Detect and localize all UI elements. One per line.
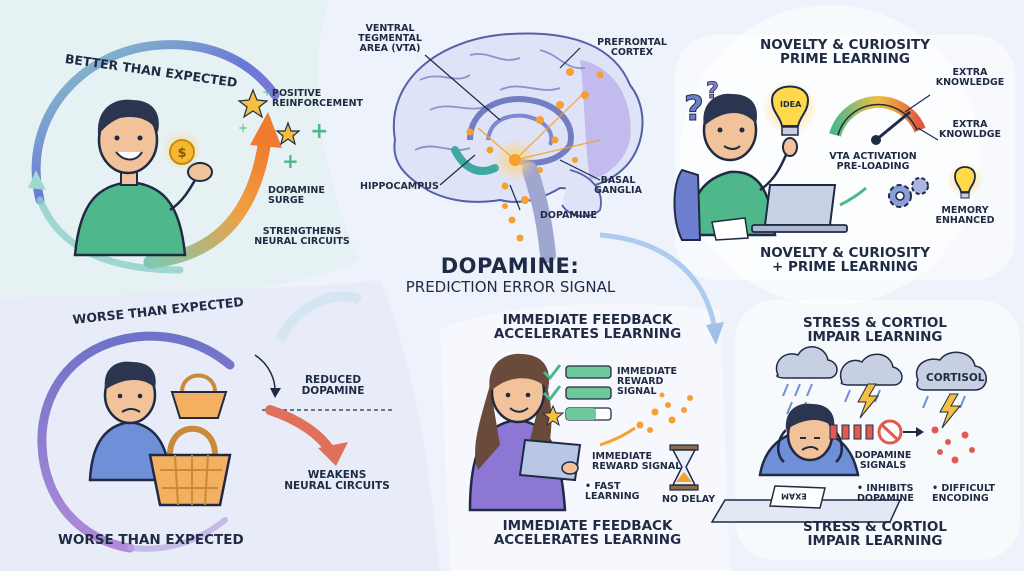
cortisol-label: CORTISOL xyxy=(926,372,985,384)
hippocampus-label: HIPPOCAMPUS xyxy=(360,181,439,192)
brain-illustration xyxy=(392,32,644,263)
connector-swoosh xyxy=(599,232,718,331)
happy-person xyxy=(73,99,213,257)
memory-bulb-icon xyxy=(947,162,983,199)
extra-leader-lines xyxy=(904,94,939,141)
fast-learning-label: • FAST LEARNING xyxy=(585,481,640,502)
novelty-bottom-title: NOVELTY & CURIOSITY + PRIME LEARNING xyxy=(759,245,931,276)
vta-activation-label: VTA ACTIVATION PRE-LOADING xyxy=(829,151,917,172)
novelty-top-title: NOVELTY & CURIOSITY PRIME LEARNING xyxy=(759,37,931,68)
dopamine-dots xyxy=(466,68,604,242)
big-basket-icon xyxy=(148,425,232,507)
basal-ganglia-label: BASAL GANGLIA xyxy=(594,175,642,196)
brain-leader-lines xyxy=(424,47,601,211)
sad-person xyxy=(88,361,172,482)
inhibits-label: • INHIBITS DOPAMINE xyxy=(857,483,914,504)
worse-arc xyxy=(37,331,235,553)
feedback-bottom-title: IMMEDIATE FEEDBACK ACCELERATES LEARNING xyxy=(493,518,682,549)
worse-bottom-title: WORSE THAN EXPECTED xyxy=(58,532,244,548)
page-subtitle: PREDICTION ERROR SIGNAL xyxy=(405,278,616,296)
svg-text:+: + xyxy=(282,149,299,173)
dopamine-signals-label: DOPAMINE SIGNALS xyxy=(854,450,912,471)
hourglass-icon xyxy=(669,444,699,491)
connector-arrowhead xyxy=(706,322,724,345)
desk xyxy=(710,485,902,523)
no-delay-label: NO DELAY xyxy=(662,494,716,505)
difficult-encoding-label: • DIFFICULT ENCODING xyxy=(932,483,995,504)
extra-knowledge-1-label: EXTRA KNOWLEDGE xyxy=(935,67,1005,88)
gauge-icon xyxy=(829,96,926,145)
svg-text:?: ? xyxy=(684,89,704,129)
exam-label: EXAM xyxy=(781,491,807,501)
reward-signal-1-label: IMMEDIATE REWARD SIGNAL xyxy=(617,366,677,397)
stressed-person xyxy=(758,403,860,477)
feedback-top-title: IMMEDIATE FEEDBACK ACCELERATES LEARNING xyxy=(493,312,682,343)
idea-label: IDEA xyxy=(780,100,802,109)
memory-enhanced-label: MEMORY ENHANCED xyxy=(935,205,995,226)
vta-label: VENTRAL TEGMENTAL AREA (VTA) xyxy=(358,23,422,54)
lightbulb-icon xyxy=(762,80,818,136)
sparkle-icons: + + + + xyxy=(237,85,328,173)
scattered-signals xyxy=(931,426,975,464)
stress-top-title: STRESS & CORTIOL IMPAIR LEARNING xyxy=(802,315,948,346)
stress-bottom-title: STRESS & CORTIOL IMPAIR LEARNING xyxy=(802,519,948,550)
prefrontal-label: PREFRONTAL CORTEX xyxy=(597,37,667,58)
coin-icon: $ xyxy=(162,130,202,170)
reward-signal-2-label: IMMEDIATE REWARD SIGNAL xyxy=(592,451,682,472)
svg-text:$: $ xyxy=(177,146,186,161)
laptop-icon xyxy=(711,184,848,241)
dopamine-surge-label: DOPAMINE SURGE xyxy=(268,185,325,206)
svg-text:+: + xyxy=(238,121,248,135)
storm-clouds xyxy=(775,346,987,429)
worse-swoosh xyxy=(275,291,363,343)
blocked-signal-icon xyxy=(829,419,924,445)
gear-icon xyxy=(888,177,929,208)
dopamine-label: DOPAMINE xyxy=(540,210,597,221)
activation-arrow xyxy=(839,186,867,207)
svg-text:+: + xyxy=(262,85,272,99)
reduced-dopamine-label: REDUCED DOPAMINE xyxy=(301,374,365,398)
extra-knowledge-2-label: EXTRA KNOWLDGE xyxy=(938,119,1002,140)
strengthens-label: STRENGTHENS NEURAL CIRCUITS xyxy=(254,226,350,247)
small-basket-icon xyxy=(170,373,228,419)
reward-arrow xyxy=(599,426,636,447)
reward-dots xyxy=(636,392,693,433)
checklist-icon xyxy=(541,364,612,427)
question-mark-icon: ? ? xyxy=(684,79,720,130)
page-title: DOPAMINE: xyxy=(440,254,580,278)
svg-text:?: ? xyxy=(706,79,719,104)
tablet-icon xyxy=(518,438,582,482)
svg-text:+: + xyxy=(310,119,328,144)
positive-reinforcement-label: POSITIVE REINFORCEMENT xyxy=(272,88,364,109)
weakens-label: WEAKENS NEURAL CIRCUITS xyxy=(284,469,390,493)
down-arrows xyxy=(254,354,395,466)
surge-arrow xyxy=(143,112,282,269)
